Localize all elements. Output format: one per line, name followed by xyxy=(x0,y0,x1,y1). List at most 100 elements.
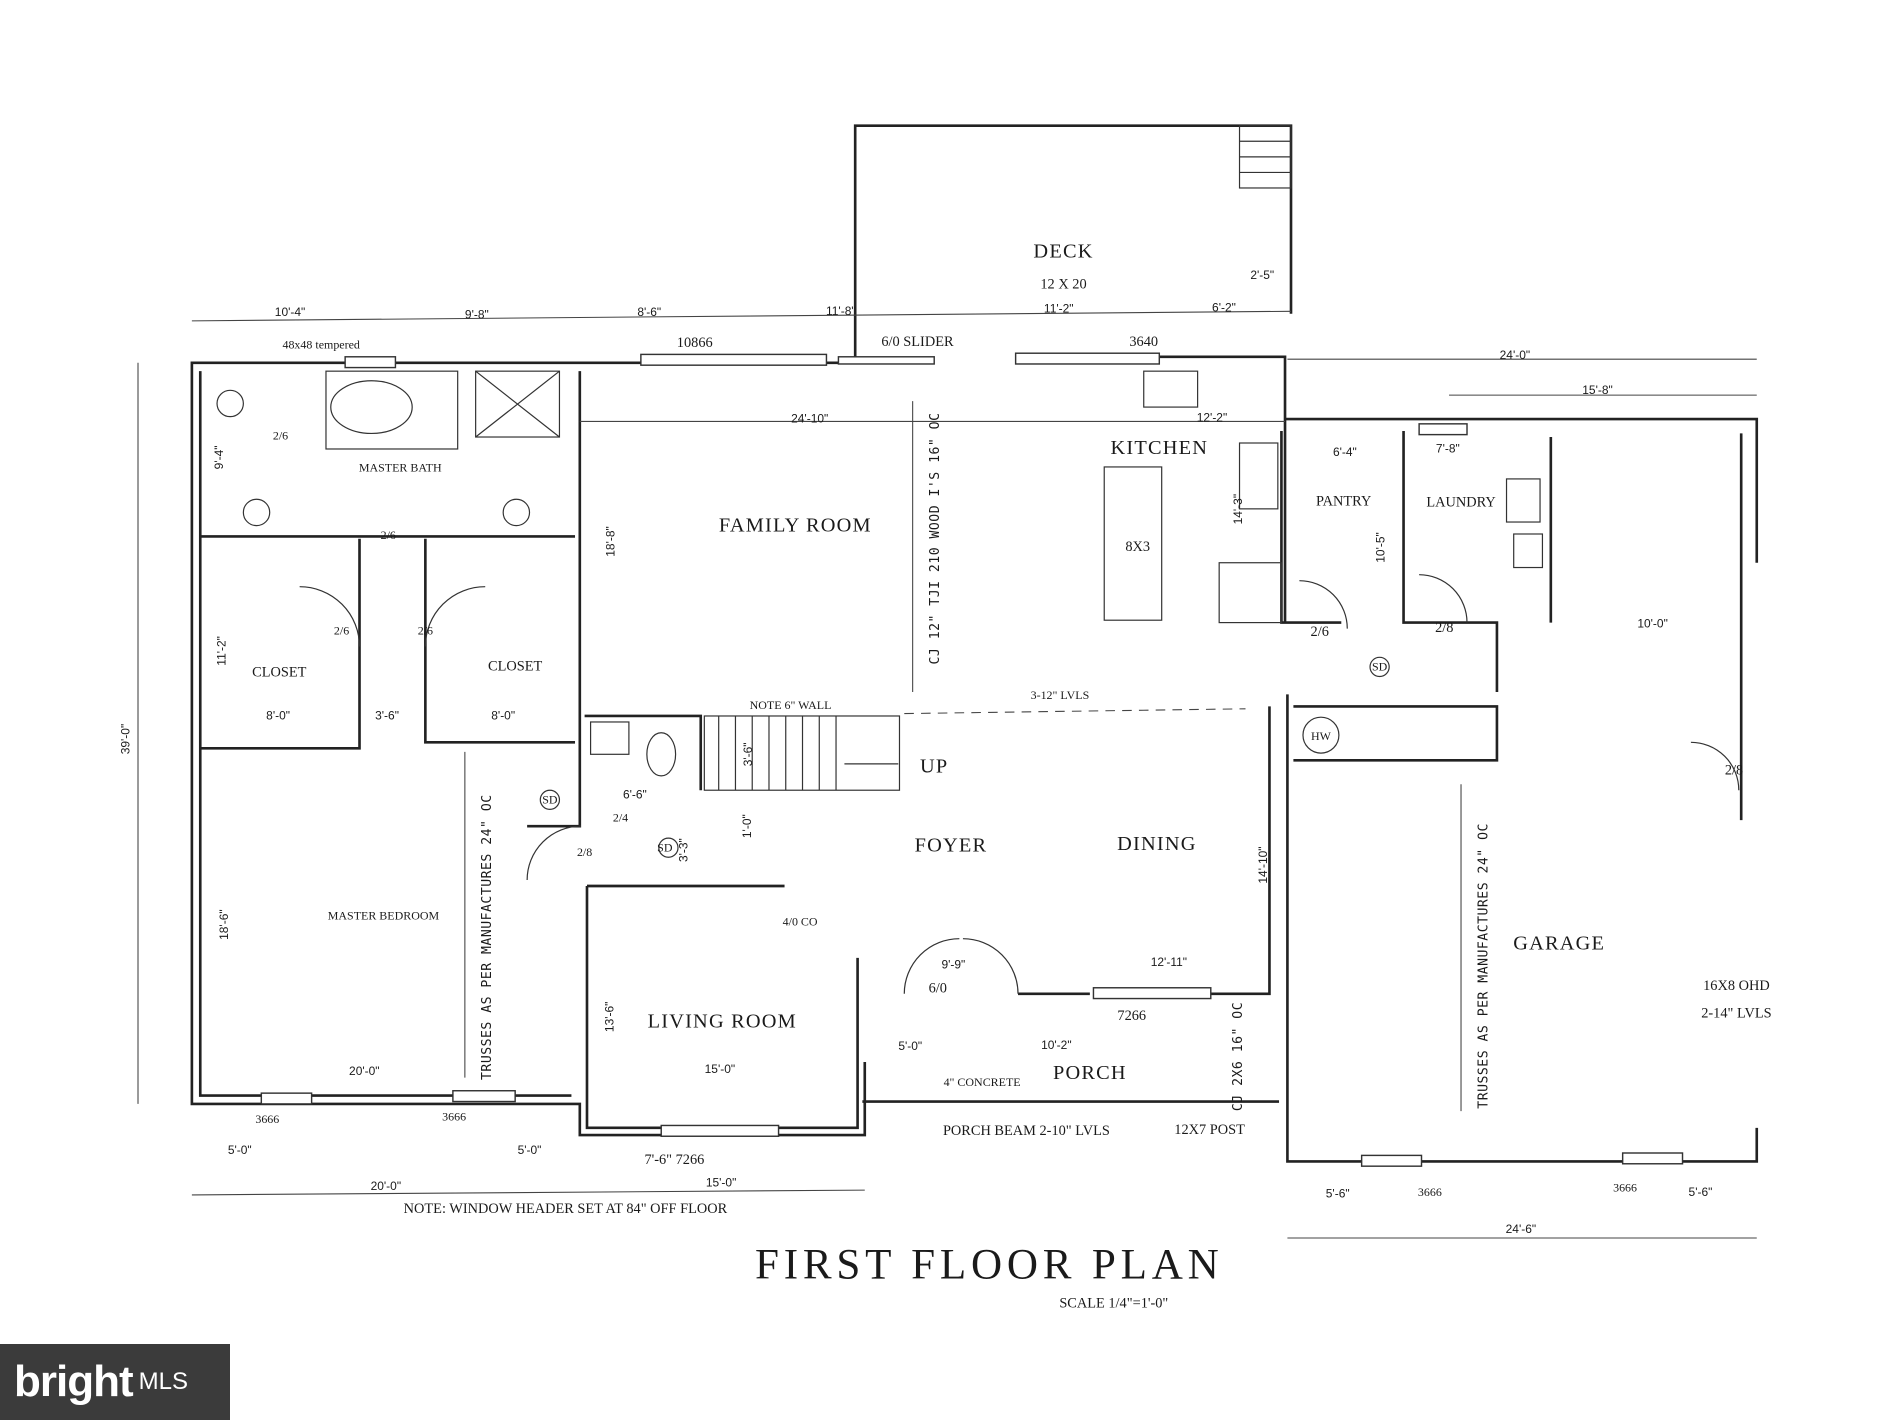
bright-mls-logo: bright MLS xyxy=(0,1344,230,1420)
label-trusses-master: TRUSSES AS PER MANUFACTURES 24" OC xyxy=(480,794,495,1080)
dim-porch-a: 5'-0" xyxy=(898,1039,922,1053)
dim-garage-b: 5'-6" xyxy=(1689,1185,1713,1199)
dim-top-3: 8'-6" xyxy=(637,305,661,319)
fixtures xyxy=(216,370,1740,994)
room-master-bath: MASTER BATH xyxy=(359,461,442,475)
logo-brand: bright xyxy=(14,1357,134,1406)
dim-bottom-b: 5'-0" xyxy=(518,1143,542,1157)
room-laundry: LAUNDRY xyxy=(1426,494,1495,510)
dim-bottom-a: 5'-0" xyxy=(228,1143,252,1157)
dim-garage-step: 10'-0" xyxy=(1637,616,1668,630)
label-ohd: 16X8 OHD xyxy=(1703,978,1770,994)
label-post: 12X7 POST xyxy=(1174,1122,1245,1138)
dim-garage-total: 24'-6" xyxy=(1506,1222,1537,1236)
dim-garage-top: 24'-0" xyxy=(1500,348,1531,362)
room-deck: DECK xyxy=(1033,240,1093,262)
dim-closet-depth: 11'-2" xyxy=(214,636,228,666)
dim-laundry-width: 7'-8" xyxy=(1436,442,1460,456)
smoke-detector-icon: SD xyxy=(1372,659,1388,673)
dim-top-1: 10'-4" xyxy=(275,305,306,319)
label-window-10866: 10866 xyxy=(677,335,713,351)
dim-family-depth: 18'-8" xyxy=(604,526,618,557)
door-label: 2/8 xyxy=(577,845,592,859)
label-cased-opening: 4/0 CO xyxy=(783,915,818,929)
label-concrete: 4" CONCRETE xyxy=(944,1075,1021,1089)
label-cj-family: CJ 12" TJI 210 WOOD I'S 16" OC xyxy=(928,413,943,665)
dim-porch-b: 10'-2" xyxy=(1041,1038,1072,1052)
label-stairs-up: UP xyxy=(920,755,948,777)
dim-top-4: 11'-8" xyxy=(826,304,856,318)
dim-bottom-total: 20'-0" xyxy=(371,1179,401,1193)
dim-dining-width: 12'-11" xyxy=(1151,955,1187,969)
room-porch: PORCH xyxy=(1053,1062,1127,1084)
label-window-3666-b: 3666 xyxy=(442,1110,466,1124)
label-ohd-lvls: 2-14" LVLS xyxy=(1701,1006,1771,1022)
dim-hall-2: 3'-3" xyxy=(677,838,691,862)
plan-scale: SCALE 1/4"=1'-0" xyxy=(1059,1295,1168,1311)
label-window-3666-a: 3666 xyxy=(255,1112,279,1126)
smoke-detector-icon: SD xyxy=(542,792,558,806)
dim-bedroom-width: 20'-0" xyxy=(349,1064,380,1078)
dimension-lines xyxy=(137,310,1757,1239)
room-living-room: LIVING ROOM xyxy=(648,1010,797,1032)
dim-kitchen-depth: 14'-3" xyxy=(1231,494,1245,525)
label-water-heater: HW xyxy=(1311,729,1332,743)
window-header-note: NOTE: WINDOW HEADER SET AT 84" OFF FLOOR xyxy=(404,1201,728,1217)
logo-suffix: MLS xyxy=(138,1368,188,1395)
label-window-7266-porch: 7266 xyxy=(1117,1008,1146,1024)
label-lvls: 3-12" LVLS xyxy=(1031,688,1090,702)
dim-living-depth: 13'-6" xyxy=(602,1002,616,1033)
plan-title: FIRST FLOOR PLAN xyxy=(755,1242,1224,1289)
label-window-3640: 3640 xyxy=(1129,334,1158,350)
label-note-wall: NOTE 6" WALL xyxy=(750,698,832,712)
room-dining: DINING xyxy=(1117,833,1197,855)
label-cj-porch: CJ 2X6 16" OC xyxy=(1231,1002,1246,1111)
door-label: 2/6 xyxy=(273,428,288,442)
room-family-room: FAMILY ROOM xyxy=(719,515,872,537)
dim-overall-depth: 39'-0" xyxy=(119,724,133,755)
dim-kitchen-width: 12'-2" xyxy=(1197,410,1228,424)
room-pantry: PANTRY xyxy=(1316,493,1371,509)
room-master-bedroom: MASTER BEDROOM xyxy=(328,909,440,923)
room-closet-left: CLOSET xyxy=(252,664,306,680)
dim-dining-depth: 14'-10" xyxy=(1256,846,1270,883)
dim-garage-top2: 15'-8" xyxy=(1582,383,1613,397)
door-label: 2/6 xyxy=(381,528,396,542)
room-garage: GARAGE xyxy=(1513,932,1605,954)
dim-bottom-living: 15'-0" xyxy=(706,1176,737,1190)
room-foyer: FOYER xyxy=(915,834,988,856)
dim-closet-width-1: 8'-0" xyxy=(266,709,290,723)
walls xyxy=(190,124,1759,1163)
dim-top-6: 6'-2" xyxy=(1212,300,1236,314)
dim-top-2: 9'-8" xyxy=(465,307,489,321)
label-door-6-0: 6/0 xyxy=(929,981,947,997)
door-label: 2/6 xyxy=(1311,624,1329,640)
dim-family-width: 24'-10" xyxy=(791,412,828,426)
dim-entry: 9'-9" xyxy=(941,958,965,972)
dim-closet-width-2: 8'-0" xyxy=(491,709,515,723)
dim-top-5: 11'-2" xyxy=(1044,301,1074,315)
door-label: 2/8 xyxy=(1435,620,1453,636)
dim-bedroom-depth: 18'-6" xyxy=(217,909,231,940)
windows xyxy=(260,352,1684,1167)
dim-powder: 6'-6" xyxy=(623,788,647,802)
door-label: 2/6 xyxy=(418,624,433,638)
label-trusses-garage: TRUSSES AS PER MANUFACTURES 24" OC xyxy=(1476,823,1491,1109)
door-label: 2/4 xyxy=(613,810,628,824)
dim-top-7: 2'-5" xyxy=(1250,268,1274,282)
dim-pantry-depth: 10'-5" xyxy=(1373,532,1387,563)
dim-bath-depth: 9'-4" xyxy=(212,445,226,469)
dim-living-width: 15'-0" xyxy=(705,1062,736,1076)
room-kitchen: KITCHEN xyxy=(1110,437,1208,459)
smoke-detector-icon: SD xyxy=(657,840,673,854)
door-label: 2/8 xyxy=(1725,763,1743,779)
dim-hall-width: 3'-6" xyxy=(375,709,399,723)
label-tempered: 48x48 tempered xyxy=(282,337,359,351)
dim-pantry-width: 6'-4" xyxy=(1333,445,1357,459)
label-window-7266-living: 7'-6" 7266 xyxy=(644,1152,704,1168)
dim-stair: 3'-6" xyxy=(741,742,755,766)
deck-size: 12 X 20 xyxy=(1040,277,1086,293)
label-porch-beam: PORCH BEAM 2-10" LVLS xyxy=(943,1123,1110,1139)
